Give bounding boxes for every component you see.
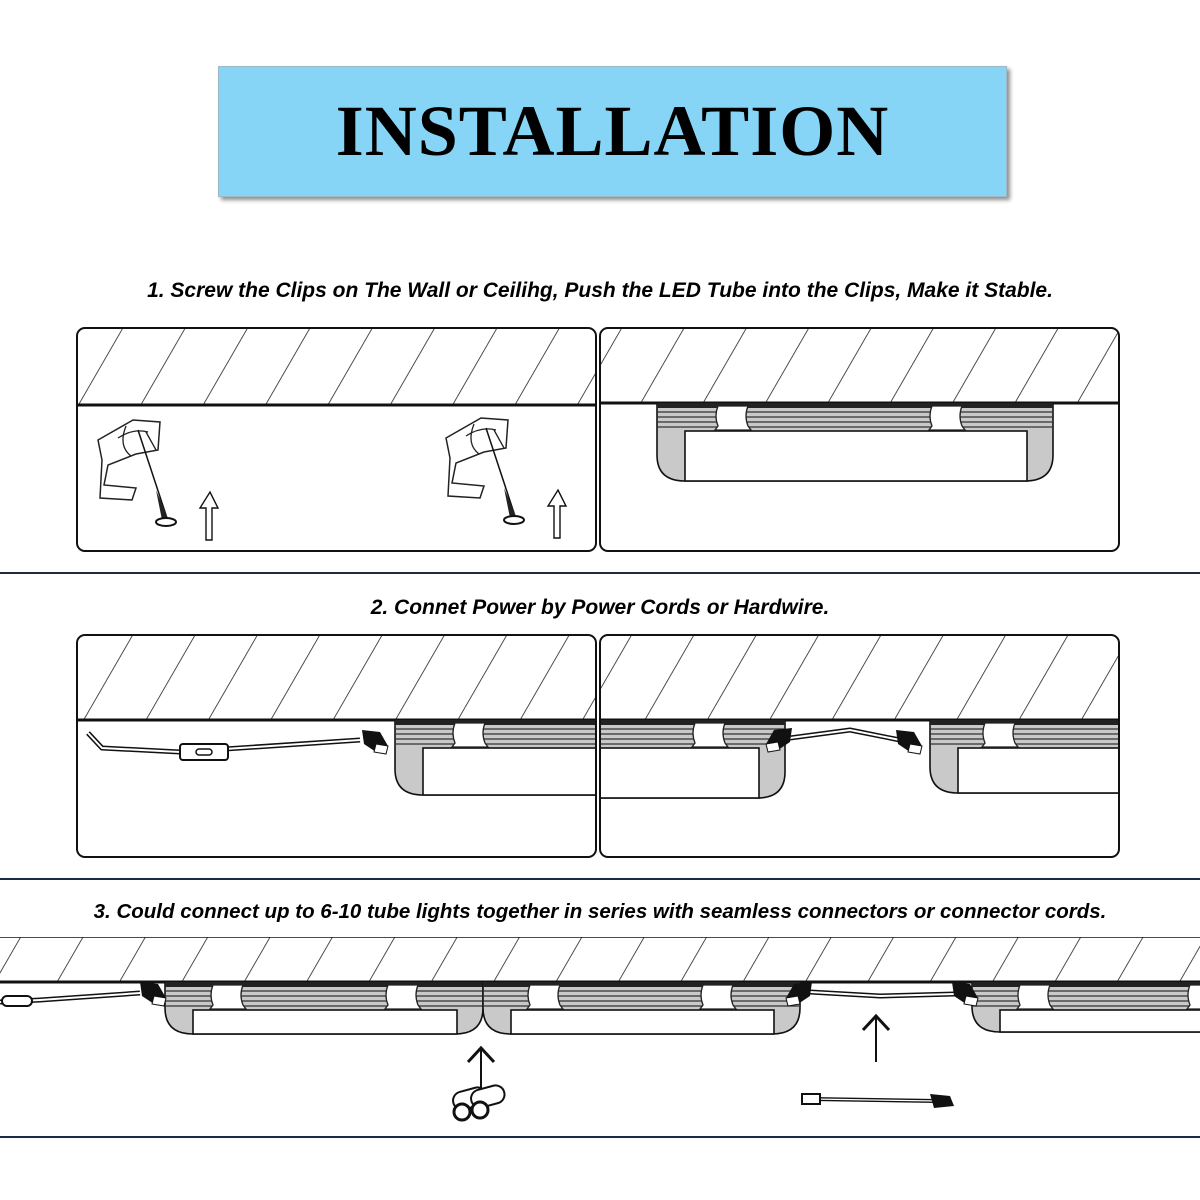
clip-outline: [445, 417, 509, 499]
connector-end: [452, 1102, 472, 1122]
tube-lens: [510, 1009, 775, 1035]
tube-top-strip: [657, 403, 1053, 408]
tube-top-strip: [930, 720, 1119, 725]
tube-lens: [999, 1009, 1200, 1033]
panel-frame: [599, 327, 1120, 552]
plug-tip: [373, 743, 389, 755]
clip-with-screw-right: [445, 417, 568, 539]
switch-button: [195, 748, 213, 756]
ceiling-hatch: [0, 937, 1200, 982]
cord-plug-left: [765, 728, 792, 753]
mounting-clip: [927, 405, 967, 431]
mounting-clip: [383, 984, 423, 1010]
arrow-up-icon: [466, 1045, 496, 1088]
led-tube-right: [929, 719, 1119, 794]
cord-end-left: [801, 1093, 821, 1105]
power-plug: [140, 982, 167, 1007]
ceiling-hatch: [77, 328, 596, 405]
step-2-caption: 2. Connet Power by Power Cords or Hardwi…: [370, 596, 830, 619]
tube-lens: [422, 747, 596, 796]
plug-tip: [963, 995, 979, 1007]
plug-tip: [765, 741, 781, 753]
mounting-clip: [1185, 984, 1200, 1010]
cord-plug-right: [896, 730, 923, 755]
cord-plug-right: [952, 982, 979, 1007]
mounting-clip: [1015, 984, 1055, 1010]
tube-top-strip: [165, 982, 483, 987]
cord-wire-highlight: [811, 1098, 938, 1102]
led-tube-1: [164, 981, 484, 1035]
cord-end-right: [930, 1094, 954, 1108]
screw-guide: [485, 427, 515, 514]
cord-highlight: [789, 728, 901, 741]
arrow-up-icon: [861, 1013, 891, 1062]
ceiling-hatch: [600, 328, 1119, 403]
tube-top-strip: [972, 982, 1200, 987]
clip-detail: [117, 425, 157, 457]
tube-lens: [600, 747, 760, 799]
ceiling-hatch: [600, 635, 1119, 720]
mounting-clip: [698, 984, 738, 1010]
led-tube: [394, 719, 596, 796]
mounting-clip: [208, 984, 248, 1010]
tube-top-strip: [483, 982, 800, 987]
led-tube-2: [482, 981, 801, 1035]
seamless-connector-icon: [452, 1084, 506, 1122]
arrow-head: [466, 1045, 496, 1064]
connector-cord-icon: [801, 1093, 954, 1108]
mounting-clip: [690, 722, 730, 748]
panel-step1-tube: [600, 328, 1119, 482]
panel-step3-series: [0, 937, 1200, 1035]
clip-with-screw-left: [97, 419, 220, 541]
tube-top-strip: [395, 720, 596, 725]
cord-plug-left: [785, 982, 812, 1007]
tube-lens: [192, 1009, 458, 1035]
inline-switch: [179, 743, 229, 761]
led-tube-3: [971, 981, 1200, 1033]
tube-lens: [957, 747, 1119, 794]
plug-tip: [151, 995, 167, 1007]
clip-outline: [97, 419, 161, 501]
panel-frame: [76, 634, 597, 858]
panel-frame: [599, 634, 1120, 858]
title-banner: INSTALLATION: [218, 66, 1007, 197]
push-arrow-icon: [198, 490, 220, 541]
screw-head: [155, 517, 177, 527]
mounted-led-tube: [656, 402, 1054, 482]
ceiling-hatch: [77, 635, 596, 720]
panel-step1-clips: [77, 328, 596, 541]
mounting-clip: [450, 722, 490, 748]
mounting-clip: [980, 722, 1020, 748]
screw-icon: [504, 488, 516, 518]
led-tube-left: [600, 719, 786, 799]
mounting-clip: [525, 984, 565, 1010]
panel-step2-power-cord: [77, 635, 596, 796]
screw-icon: [156, 490, 168, 520]
cord-highlight: [87, 732, 361, 754]
step-1-caption: 1. Screw the Clips on The Wall or Ceilih…: [147, 279, 1053, 302]
plug-tip: [907, 743, 923, 755]
panel-frame: [76, 327, 597, 552]
screw-guide: [137, 429, 167, 516]
clip-detail: [465, 423, 505, 455]
push-arrow-icon: [546, 488, 568, 539]
title: INSTALLATION: [335, 91, 890, 171]
connector-end: [470, 1100, 490, 1120]
cord-highlight: [809, 991, 956, 998]
power-plug: [362, 730, 389, 755]
plug-tip: [785, 995, 801, 1007]
panel-step2-linked-tubes: [600, 635, 1119, 799]
cord-switch: [1, 995, 33, 1007]
screw-head: [503, 515, 525, 525]
tube-top-strip: [600, 720, 785, 725]
tube-lens: [684, 430, 1028, 482]
step-3-caption: 3. Could connect up to 6-10 tube lights …: [93, 900, 1107, 923]
mounting-clip: [713, 405, 753, 431]
arrow-head: [861, 1013, 891, 1032]
